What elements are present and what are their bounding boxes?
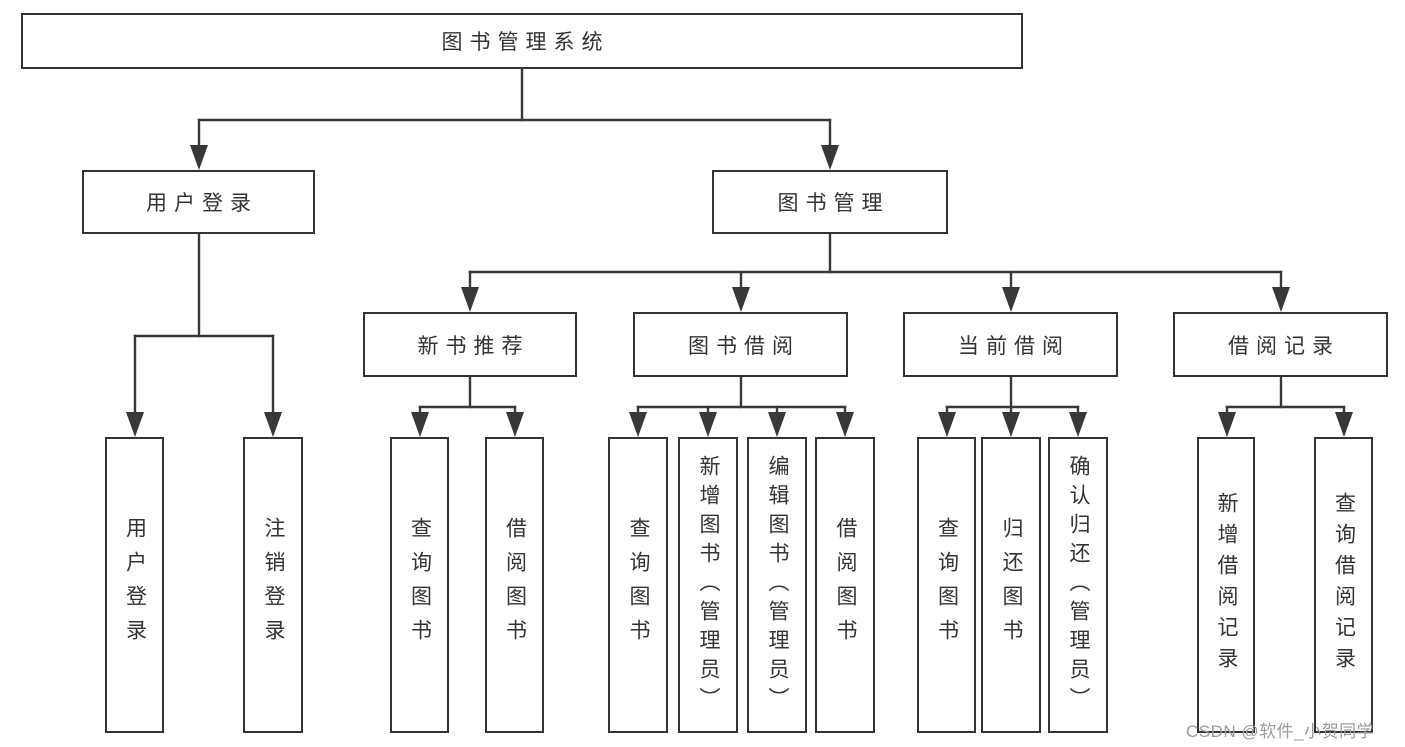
node-current-borrow: 当前借阅 [903, 312, 1118, 377]
node-borrow-record: 借阅记录 [1173, 312, 1388, 377]
node-label: 确认归还（管理员） [1067, 454, 1090, 716]
node-label: 当前借阅 [958, 334, 1070, 358]
node-user-login: 用户登录 [82, 170, 315, 234]
leaf-query-book-recommend: 查询图书 [390, 437, 449, 733]
node-library-management-system: 图书管理系统 [21, 13, 1023, 69]
leaf-add-book-admin: 新增图书（管理员） [678, 437, 738, 733]
node-label: 查询图书 [408, 517, 432, 653]
node-label: 图书管理 [777, 192, 890, 215]
leaf-borrow-book-recommend: 借阅图书 [485, 437, 544, 733]
leaf-query-borrow-record: 查询借阅记录 [1314, 437, 1373, 733]
leaf-borrow-book: 借阅图书 [815, 437, 875, 733]
node-label: 借阅图书 [503, 517, 527, 653]
node-label: 用户登录 [123, 517, 147, 653]
leaf-logout: 注销登录 [243, 437, 303, 733]
node-label: 新增图书（管理员） [697, 454, 720, 716]
node-label: 查询图书 [627, 517, 650, 653]
node-label: 查询图书 [935, 517, 959, 653]
node-label: 新书推荐 [417, 334, 530, 358]
node-book-borrow: 图书借阅 [633, 312, 848, 377]
watermark: CSDN @软件_小贺同学 [1186, 722, 1375, 741]
node-label: 新增借阅记录 [1215, 492, 1238, 678]
node-label: 查询借阅记录 [1332, 492, 1356, 678]
node-label: 图书管理系统 [441, 31, 610, 54]
leaf-return-book: 归还图书 [981, 437, 1041, 733]
leaf-confirm-return-admin: 确认归还（管理员） [1048, 437, 1108, 733]
node-label: 归还图书 [1000, 517, 1023, 653]
node-label: 借阅记录 [1228, 334, 1340, 358]
leaf-add-borrow-record: 新增借阅记录 [1197, 437, 1255, 733]
leaf-query-book-borrow: 查询图书 [608, 437, 668, 733]
node-label: 图书借阅 [688, 334, 800, 358]
node-book-management: 图书管理 [712, 170, 948, 234]
node-label: 用户登录 [146, 192, 258, 215]
node-label: 借阅图书 [834, 517, 857, 653]
node-label: 编辑图书（管理员） [766, 454, 789, 716]
node-label: 注销登录 [262, 517, 285, 653]
leaf-query-book-current: 查询图书 [917, 437, 976, 733]
leaf-edit-book-admin: 编辑图书（管理员） [747, 437, 807, 733]
node-new-book-recommend: 新书推荐 [363, 312, 577, 377]
leaf-user-login: 用户登录 [105, 437, 164, 733]
